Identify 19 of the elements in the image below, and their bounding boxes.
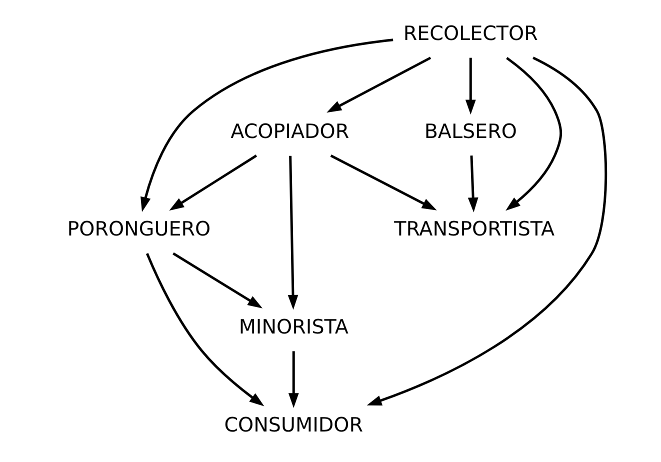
arrow	[330, 154, 436, 210]
node-text: CONSUMIDOR	[224, 413, 363, 436]
arrow	[168, 154, 257, 211]
arrow	[464, 58, 476, 115]
arrow	[172, 252, 262, 308]
arrow	[505, 56, 562, 211]
arrow	[288, 351, 298, 408]
arrow	[145, 253, 264, 406]
arrow	[326, 56, 431, 113]
arrow	[366, 56, 607, 406]
arrow	[287, 156, 298, 310]
arrow	[140, 38, 393, 212]
node-text: MINORISTA	[238, 315, 348, 338]
node-text: ACOPIADOR	[230, 120, 349, 143]
node-text: RECOLECTOR	[402, 22, 538, 46]
node-text: PORONGUERO	[66, 218, 210, 241]
arrow	[467, 156, 478, 212]
node-text: TRANSPORTISTA	[394, 218, 554, 241]
node-text: BALSERO	[424, 120, 516, 143]
